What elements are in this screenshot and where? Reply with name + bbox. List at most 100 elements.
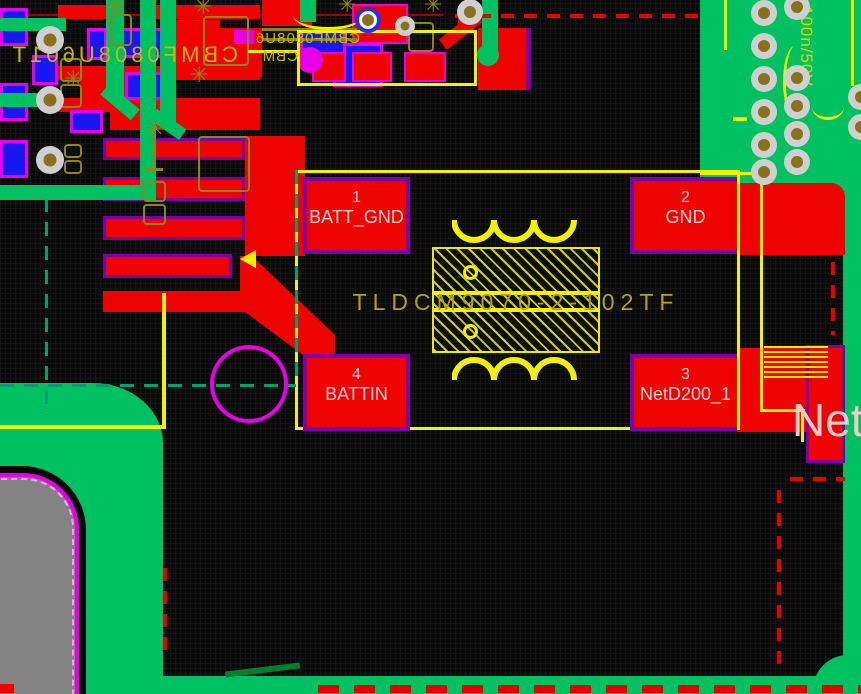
keepout-dashed-v xyxy=(831,262,835,335)
via[interactable] xyxy=(784,93,810,119)
trace-round-cap[interactable] xyxy=(477,44,499,66)
copper-pour-gnd[interactable] xyxy=(737,183,845,255)
guide-dashed-v xyxy=(45,198,48,415)
keepout-dashed-v xyxy=(163,568,167,656)
silk-corner-v xyxy=(162,293,166,429)
keepout-dashed-h xyxy=(455,14,698,18)
via[interactable] xyxy=(751,33,777,59)
via-hole xyxy=(43,93,57,107)
pad-number: 1 xyxy=(352,189,361,206)
pad-net-label: GND xyxy=(665,207,706,227)
via-hole xyxy=(400,21,410,31)
via-hole xyxy=(758,40,770,52)
trace[interactable] xyxy=(140,0,156,190)
via[interactable] xyxy=(784,0,810,20)
copper-shape[interactable] xyxy=(58,5,108,19)
via[interactable] xyxy=(784,149,810,175)
smd-pad-blue[interactable] xyxy=(32,55,58,85)
cap-silk-arc xyxy=(812,94,844,120)
via-hole xyxy=(464,6,476,18)
via-hole xyxy=(855,121,861,133)
pad-3-netd200-1[interactable]: 3 NetD200_1 xyxy=(630,354,737,431)
magenta-blob xyxy=(234,30,254,44)
silk-asterisk-icon xyxy=(146,118,164,140)
silk-asterisk-icon xyxy=(64,68,82,90)
cutout-dashed-outline xyxy=(0,478,74,694)
silk-line xyxy=(248,50,300,53)
silk-component-box xyxy=(297,30,477,86)
trace[interactable] xyxy=(160,0,176,126)
pad-2-gnd[interactable]: 2 GND xyxy=(630,177,737,254)
via[interactable] xyxy=(751,0,777,26)
silk-outline-right xyxy=(760,172,763,412)
via-hole xyxy=(362,14,374,26)
silk-asterisk-icon xyxy=(106,0,124,18)
silk-asterisk-icon xyxy=(190,64,208,86)
via[interactable] xyxy=(751,99,777,125)
polarity-triangle xyxy=(240,250,256,268)
via[interactable] xyxy=(784,65,810,91)
via[interactable] xyxy=(36,86,64,114)
pad-net-label: BATT_GND xyxy=(309,207,404,227)
smd-pad-red[interactable] xyxy=(404,52,446,82)
net-label-large[interactable]: Net xyxy=(792,394,861,446)
via[interactable] xyxy=(751,66,777,92)
silk-outline-right xyxy=(801,409,804,442)
silk-text-mirrored[interactable]: CBMF0808U6 xyxy=(254,30,360,47)
silk-outline xyxy=(198,136,250,192)
via[interactable] xyxy=(395,16,415,36)
cap-silk-line xyxy=(851,0,854,86)
via-hole xyxy=(758,7,770,19)
board-cutout-gray xyxy=(0,473,79,694)
via[interactable] xyxy=(751,132,777,158)
copper-finger[interactable] xyxy=(103,216,245,240)
plane-right-strip[interactable] xyxy=(843,195,861,694)
via-hole xyxy=(791,100,803,112)
silk-outline-right xyxy=(700,172,763,175)
silk-text-mirrored[interactable]: CBM xyxy=(261,48,298,65)
via-hole xyxy=(758,73,770,85)
pad-number: 2 xyxy=(681,189,690,206)
guide-dashed-h xyxy=(0,384,296,387)
via-hole xyxy=(43,33,57,47)
smd-pad-red[interactable] xyxy=(352,52,392,82)
via-hole xyxy=(758,139,770,151)
silk-outline xyxy=(143,204,166,225)
silk-outline xyxy=(64,160,82,174)
pad-net-label: BATTIN xyxy=(325,384,388,404)
smd-pad-blue[interactable] xyxy=(70,110,103,133)
cap-silk-tick xyxy=(733,117,747,121)
via[interactable] xyxy=(784,121,810,147)
copper-finger[interactable] xyxy=(103,138,245,160)
copper-finger[interactable] xyxy=(103,254,232,278)
via[interactable] xyxy=(848,84,861,110)
pad-1-batt-gnd[interactable]: 1 BATT_GND xyxy=(303,177,410,254)
silk-line xyxy=(145,168,163,171)
via[interactable] xyxy=(848,114,861,140)
silk-asterisk-icon xyxy=(338,0,356,16)
via[interactable] xyxy=(36,26,64,54)
copper-edge-purple xyxy=(526,28,531,90)
component-part-number[interactable]: TLDCM9070-2-102TF xyxy=(352,289,680,315)
smd-pad-blue[interactable] xyxy=(87,28,107,60)
silk-line xyxy=(153,133,156,171)
copper-shape[interactable] xyxy=(170,20,220,67)
pad-number: 4 xyxy=(352,366,361,383)
pad-4-battin[interactable]: 4 BATTIN xyxy=(303,354,410,431)
via-hole xyxy=(791,156,803,168)
via-hole xyxy=(855,91,861,103)
keepout-dashed-bottom xyxy=(318,685,861,693)
silk-outline xyxy=(143,181,166,202)
via-hole xyxy=(758,166,770,178)
silk-corner-h xyxy=(0,425,165,429)
smd-pad-blue[interactable] xyxy=(0,140,28,178)
via-hole xyxy=(758,106,770,118)
keepout-dashed-h xyxy=(790,477,845,481)
via[interactable] xyxy=(751,159,777,185)
component-body[interactable] xyxy=(432,247,600,353)
via[interactable] xyxy=(457,0,483,25)
via-tented[interactable] xyxy=(355,7,381,33)
via[interactable] xyxy=(36,146,64,174)
trace[interactable] xyxy=(0,185,156,200)
